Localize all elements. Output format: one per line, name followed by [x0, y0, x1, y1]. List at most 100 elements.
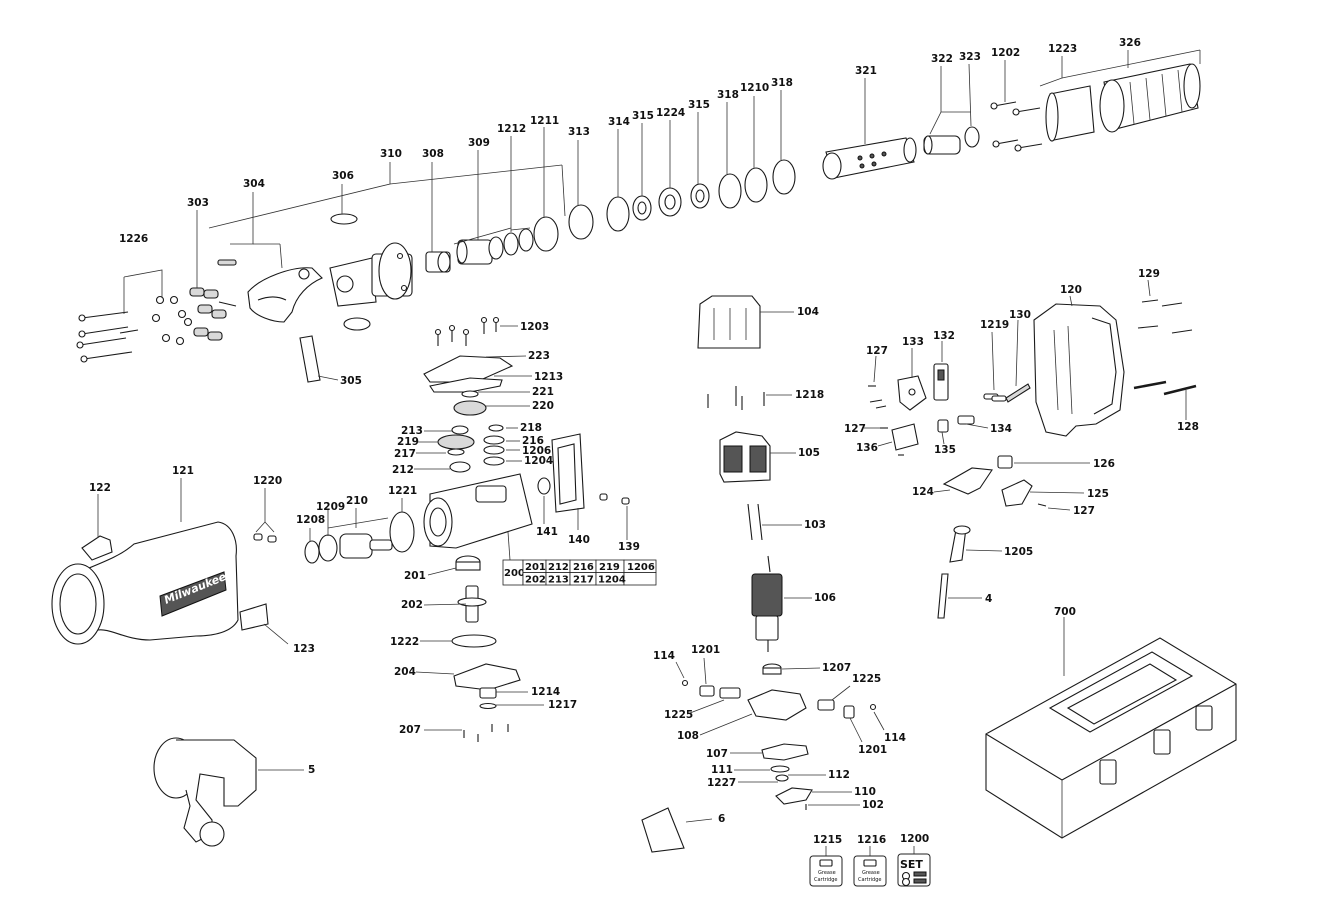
field-105: [719, 431, 771, 483]
bearing-1207: [762, 663, 782, 675]
seal-1208: [304, 540, 320, 564]
kit-table-cell: 212: [548, 562, 569, 573]
callout-133: 133: [902, 336, 924, 348]
trigger-124: [942, 467, 993, 495]
cover-223: [423, 355, 514, 383]
service-set-1200-icon: SET: [897, 853, 931, 887]
callout-5: 5: [308, 764, 315, 776]
callout-1201b: 1201: [858, 744, 887, 756]
callout-111: 111: [711, 764, 733, 776]
callout-1226: 1226: [119, 233, 148, 245]
kit-table-200: 200 201 212 216 219 1206 202 213 217 120…: [502, 559, 657, 586]
callout-112: 112: [828, 769, 850, 781]
callout-1206: 1206: [522, 445, 551, 457]
callout-110: 110: [854, 786, 876, 798]
bracket-204: [453, 663, 521, 691]
armature-106: [751, 555, 783, 652]
callout-1209: 1209: [316, 501, 345, 513]
callout-315b: 315: [688, 99, 710, 111]
brush-holder-108: [747, 689, 807, 721]
callout-313: 313: [568, 126, 590, 138]
callout-127a: 127: [866, 345, 888, 357]
callout-221: 221: [532, 386, 554, 398]
kit-table-cell: 213: [548, 575, 569, 586]
spring-130: [1005, 383, 1031, 403]
set-label: SET: [900, 858, 923, 871]
callout-1200: 1200: [900, 833, 929, 845]
cord-4: [937, 573, 949, 619]
callout-207: 207: [399, 724, 421, 736]
callout-102: 102: [862, 799, 884, 811]
callout-1211: 1211: [530, 115, 559, 127]
callout-105: 105: [798, 447, 820, 459]
callout-136: 136: [856, 442, 878, 454]
callout-219: 219: [397, 436, 419, 448]
callout-1227: 1227: [707, 777, 736, 789]
callout-132: 132: [933, 330, 955, 342]
switch-136: [880, 423, 919, 456]
side-handle-5: [153, 737, 257, 847]
rod-305: [299, 335, 321, 383]
callout-213: 213: [401, 425, 423, 437]
callout-1221: 1221: [388, 485, 417, 497]
washers-303: [151, 295, 193, 346]
callout-1224: 1224: [656, 107, 685, 119]
screws-103: [747, 503, 763, 541]
callout-labels: 1226 303 304 306 310 308 309 1212 1211 3…: [89, 37, 1199, 846]
callout-1219: 1219: [980, 319, 1009, 331]
callout-1208: 1208: [296, 514, 325, 526]
callout-141: 141: [536, 526, 558, 538]
callout-129: 129: [1138, 268, 1160, 280]
callout-106: 106: [814, 592, 836, 604]
plate-110: [775, 787, 813, 810]
kit-table-cell: 201: [525, 562, 546, 573]
callout-1218: 1218: [795, 389, 824, 401]
collar-1223: [1045, 85, 1095, 142]
gear-parts-220-221: [453, 390, 487, 416]
callout-216: 216: [522, 435, 544, 447]
gasket-1213: [429, 377, 503, 393]
callout-1225a: 1225: [852, 673, 881, 685]
kit-table-cell: 219: [599, 562, 620, 573]
screws-1202: [990, 101, 1043, 152]
callout-323: 323: [959, 51, 981, 63]
cover-125: [1001, 479, 1047, 507]
grease-1215-line1: Grease: [818, 870, 836, 876]
callout-700: 700: [1054, 606, 1076, 618]
callout-1213: 1213: [534, 371, 563, 383]
callout-135: 135: [934, 444, 956, 456]
callout-1201a: 1201: [691, 644, 720, 656]
callout-218: 218: [520, 422, 542, 434]
callout-1217: 1217: [548, 699, 577, 711]
bearing-201: [455, 555, 481, 571]
kit-table-cell: 1206: [627, 562, 655, 573]
screws-128: [1133, 380, 1197, 396]
callout-305: 305: [340, 375, 362, 387]
shaft-210: [339, 533, 393, 559]
callout-306: 306: [332, 170, 354, 182]
callout-126: 126: [1093, 458, 1115, 470]
screws-1226: [76, 311, 139, 363]
seal-1209: [318, 534, 338, 562]
screws-1218: [707, 386, 765, 410]
screws-1203: [434, 316, 500, 346]
cable-sleeve-1205: [949, 525, 971, 563]
cylinder-310: [329, 242, 413, 307]
switch-parts-127-133: [868, 375, 927, 411]
callout-123: 123: [293, 643, 315, 655]
callout-140: 140: [568, 534, 590, 546]
cover-104: [697, 295, 761, 349]
callout-121: 121: [172, 465, 194, 477]
switch-132: [933, 363, 949, 401]
callout-310: 310: [380, 148, 402, 160]
callout-1216: 1216: [857, 834, 886, 846]
callout-139: 139: [618, 541, 640, 553]
pins-304: [217, 259, 237, 266]
washer-315a: [632, 195, 652, 221]
callout-318b: 318: [771, 77, 793, 89]
cap-126: [997, 455, 1013, 469]
grease-1215-line2: Cartridge: [814, 877, 837, 883]
bearing-141: [537, 477, 551, 495]
callout-1205: 1205: [1004, 546, 1033, 558]
